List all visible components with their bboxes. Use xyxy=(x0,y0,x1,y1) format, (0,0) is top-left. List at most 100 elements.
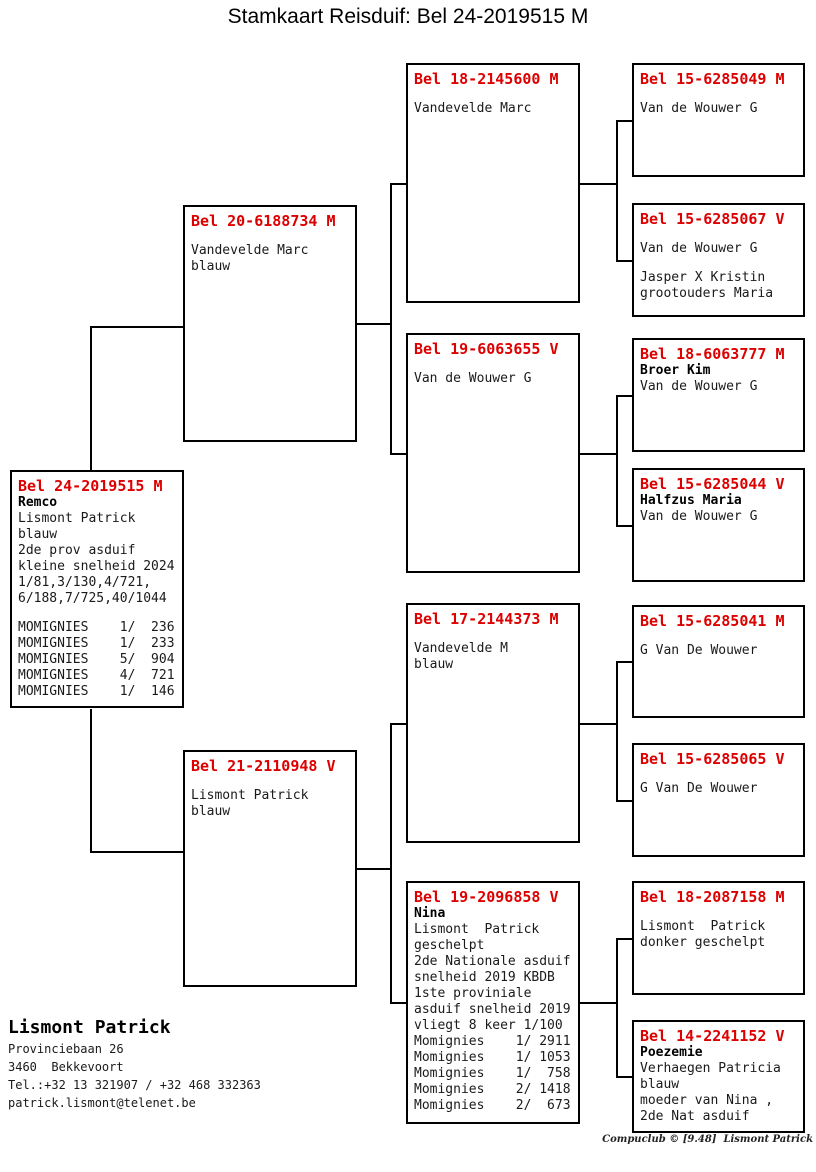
connector-line xyxy=(616,395,618,527)
ring-number: Bel 17-2144373 M xyxy=(414,610,559,628)
box-text-line: MOMIGNIES 1/ 236 xyxy=(18,620,175,635)
ring-number: Bel 15-6285049 M xyxy=(640,70,785,88)
box-text-line: donker geschelpt xyxy=(640,935,766,950)
box-text-line: asduif snelheid 2019 xyxy=(414,1002,571,1017)
box-text-line: Vandevelde Marc xyxy=(191,243,309,258)
box-text-line: vliegt 8 keer 1/100 xyxy=(414,1018,563,1033)
ring-number: Bel 19-2096858 V xyxy=(414,888,559,906)
spacer xyxy=(640,906,797,919)
ring-number: Bel 24-2019515 M xyxy=(18,477,163,495)
box-text-line: Momignies 2/ 1418 xyxy=(414,1082,571,1097)
connector-line xyxy=(357,868,392,870)
connector-line xyxy=(616,800,634,802)
connector-line xyxy=(580,1002,618,1004)
box-text-line: MOMIGNIES 4/ 721 xyxy=(18,668,175,683)
ring-number: Bel 18-2145600 M xyxy=(414,70,559,88)
box-text-line: Vandevelde M xyxy=(414,641,508,656)
connector-line xyxy=(616,260,634,262)
connector-line xyxy=(390,1002,408,1004)
ring-number: Bel 15-6285065 V xyxy=(640,750,785,768)
owner-street: Provinciebaan 26 xyxy=(8,1042,124,1056)
connector-line xyxy=(580,723,618,725)
box-text-line: grootouders Maria xyxy=(640,286,774,301)
connector-line xyxy=(390,723,408,725)
spacer xyxy=(191,230,349,243)
pedigree-box-bel18-2145600: Bel 18-2145600 M Vandevelde Marc xyxy=(406,63,580,303)
connector-line xyxy=(580,453,618,455)
owner-name: Lismont Patrick xyxy=(8,1017,171,1038)
ring-number: Bel 15-6285044 V xyxy=(640,475,785,493)
owner-block: Lismont Patrick Provinciebaan 26 3460 Be… xyxy=(8,1016,261,1112)
connector-line xyxy=(616,938,634,940)
ring-number: Bel 15-6285041 M xyxy=(640,612,785,630)
box-text-line: geschelpt xyxy=(414,938,485,953)
box-text-line: blauw xyxy=(414,657,454,672)
connector-line xyxy=(390,723,392,1004)
connector-line xyxy=(616,661,634,663)
box-text-line: MOMIGNIES 5/ 904 xyxy=(18,652,175,667)
box-text-line: Nina xyxy=(414,906,446,921)
compuclub-credit: Compuclub © [9.48] Lismont Patrick xyxy=(602,1134,813,1145)
owner-email: patrick.lismont@telenet.be xyxy=(8,1096,196,1110)
connector-line xyxy=(90,709,92,853)
box-text-line: Verhaegen Patricia xyxy=(640,1061,781,1076)
owner-phone: Tel.:+32 13 321907 / +32 468 332363 xyxy=(8,1078,261,1092)
connector-line xyxy=(390,183,408,185)
spacer xyxy=(640,630,797,643)
box-text-line: Momignies 1/ 2911 xyxy=(414,1034,571,1049)
box-text-line: MOMIGNIES 1/ 146 xyxy=(18,684,175,699)
spacer xyxy=(640,768,797,781)
spacer xyxy=(414,358,572,371)
ring-number: Bel 20-6188734 M xyxy=(191,212,336,230)
connector-line xyxy=(616,120,618,262)
box-text-line: moeder van Nina , xyxy=(640,1093,774,1108)
box-text-line: blauw xyxy=(191,259,231,274)
box-text-line: Momignies 2/ 673 xyxy=(414,1098,571,1113)
ring-number: Bel 19-6063655 V xyxy=(414,340,559,358)
spacer xyxy=(640,228,797,241)
box-text-line: MOMIGNIES 1/ 233 xyxy=(18,636,175,651)
ring-number: Bel 18-2087158 M xyxy=(640,888,785,906)
box-text-line: Van de Wouwer G xyxy=(640,379,758,394)
box-text-line: 2de prov asduif xyxy=(18,543,136,558)
box-text-line: Poezemie xyxy=(640,1045,703,1060)
box-text-line: Van de Wouwer G xyxy=(640,241,758,256)
connector-line xyxy=(616,120,634,122)
ring-number: Bel 15-6285067 V xyxy=(640,210,785,228)
box-text-line: Halfzus Maria xyxy=(640,493,742,508)
box-text-line: Vandevelde Marc xyxy=(414,101,532,116)
ring-number: Bel 14-2241152 V xyxy=(640,1027,785,1045)
box-text-line: blauw xyxy=(191,804,231,819)
connector-line xyxy=(90,851,185,853)
box-text-line: Momignies 1/ 758 xyxy=(414,1066,571,1081)
spacer xyxy=(191,775,349,788)
connector-line xyxy=(580,183,618,185)
box-text-line: 1ste proviniale xyxy=(414,986,532,1001)
connector-line xyxy=(390,183,392,455)
ring-number: Bel 18-6063777 M xyxy=(640,345,785,363)
box-text-line: G Van De Wouwer xyxy=(640,781,758,796)
connector-line xyxy=(616,525,634,527)
pedigree-box-bel15-6285065: Bel 15-6285065 V G Van De Wouwer xyxy=(632,743,805,857)
spacer xyxy=(18,607,176,620)
box-text-line: Momignies 1/ 1053 xyxy=(414,1050,571,1065)
box-text-line: Lismont Patrick xyxy=(18,511,136,526)
connector-line xyxy=(616,395,634,397)
box-text-line: Lismont Patrick xyxy=(414,922,540,937)
box-text-line: Lismont Patrick xyxy=(191,788,309,803)
box-text-line: kleine snelheid 2024 xyxy=(18,559,175,574)
box-text-line: 2de Nationale asduif xyxy=(414,954,571,969)
box-text-line: Remco xyxy=(18,495,58,510)
spacer xyxy=(414,88,572,101)
page-title: Stamkaart Reisduif: Bel 24-2019515 M xyxy=(227,5,589,28)
